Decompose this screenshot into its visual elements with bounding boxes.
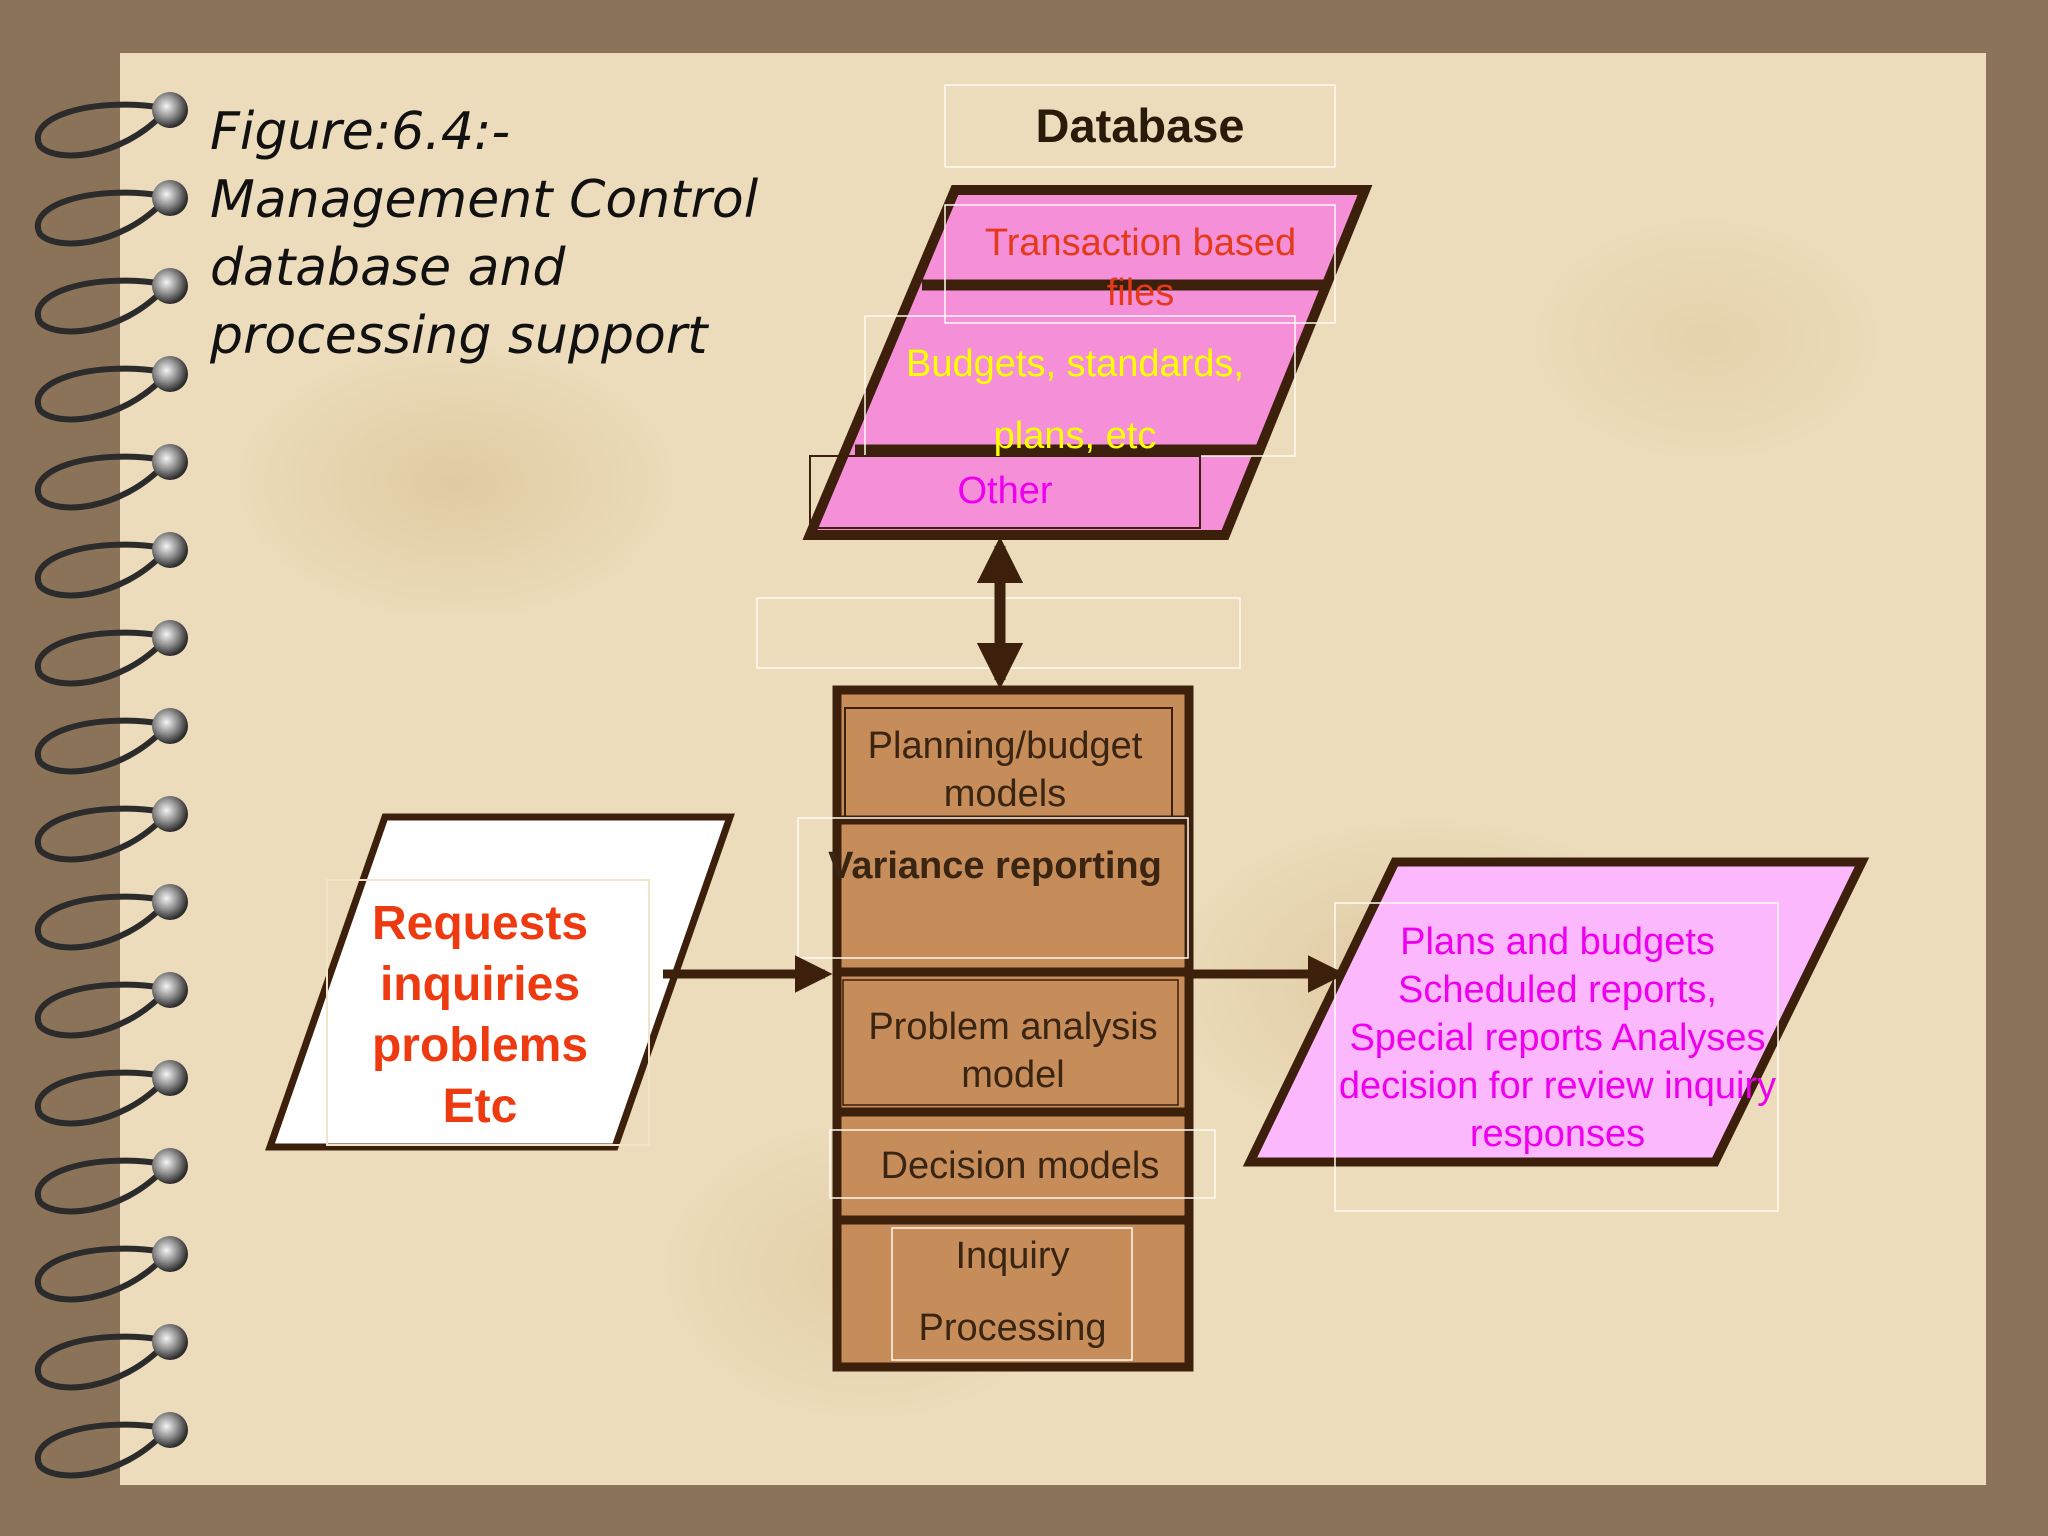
binding-ring xyxy=(34,453,168,511)
binding-ring xyxy=(34,365,168,423)
binding-ring xyxy=(34,981,168,1039)
binding-ring xyxy=(34,717,168,775)
binding-hole xyxy=(152,1412,188,1448)
database-file-transactions: Transaction based files xyxy=(984,222,1297,314)
binding-hole xyxy=(152,444,188,480)
binding-ring xyxy=(34,541,168,599)
model-planning-budget: Planning/budget models xyxy=(867,725,1143,815)
input-requests xyxy=(265,813,735,1151)
binding-ring xyxy=(34,189,168,247)
binding-ring xyxy=(34,629,168,687)
database-title: Database xyxy=(1035,99,1245,152)
output-shape xyxy=(1242,857,1870,1167)
model-inquiry-processing: Inquiry Processing xyxy=(918,1235,1107,1349)
model-variance-reporting: Variance reporting xyxy=(828,845,1162,887)
binding-hole xyxy=(152,796,188,832)
processing-column xyxy=(797,685,1216,1372)
binding-ring xyxy=(34,1157,168,1215)
database-title-box xyxy=(944,84,1336,168)
binding-hole xyxy=(152,356,188,392)
database-file-budgets: Budgets, standards, plans, etc xyxy=(906,343,1244,457)
model-problem-analysis: Problem analysis model xyxy=(868,1006,1158,1096)
binding-hole xyxy=(152,268,188,304)
database-store xyxy=(802,84,1373,540)
binding-hole xyxy=(152,972,188,1008)
binding-hole xyxy=(152,708,188,744)
binding-ring xyxy=(34,893,168,951)
binding-hole xyxy=(152,92,188,128)
binding-hole xyxy=(152,1148,188,1184)
figure-title: Figure:6.4:- Management Control database… xyxy=(210,102,759,366)
binding-hole xyxy=(152,1236,188,1272)
binding-hole xyxy=(152,532,188,568)
binding-hole xyxy=(152,620,188,656)
spiral-binding xyxy=(34,92,188,1479)
output-reports xyxy=(1242,857,1870,1212)
binding-ring xyxy=(34,1069,168,1127)
output-label: Plans and budgets Scheduled reports, Spe… xyxy=(1338,921,1777,1155)
binding-ring xyxy=(34,1421,168,1479)
input-shape xyxy=(265,813,735,1151)
binding-ring xyxy=(34,101,168,159)
database-file-other: Other xyxy=(957,470,1053,512)
model-decision: Decision models xyxy=(880,1145,1160,1187)
binding-ring xyxy=(34,1245,168,1303)
binding-hole xyxy=(152,1324,188,1360)
binding-ring xyxy=(34,277,168,335)
binding-ring xyxy=(34,805,168,863)
binding-hole xyxy=(152,884,188,920)
processing-shape xyxy=(832,685,1194,1372)
input-label: Requests inquiries problems Etc xyxy=(371,897,589,1133)
binding-ring xyxy=(34,1333,168,1391)
binding-hole xyxy=(152,1060,188,1096)
binding-hole xyxy=(152,180,188,216)
